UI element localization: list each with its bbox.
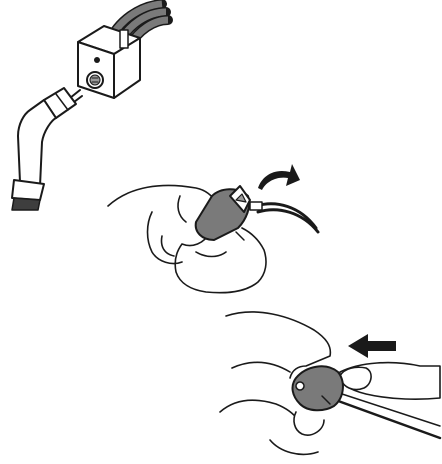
push-arrow-icon [348, 334, 396, 358]
rod-icon [328, 391, 442, 440]
hand-icon [107, 184, 267, 294]
plug-connector-icon [11, 87, 83, 211]
earpiece-icon [291, 365, 344, 412]
step-connect-panel [11, 0, 173, 211]
rotate-arrow-icon [258, 164, 300, 190]
step-insert-panel [219, 311, 442, 456]
fingers-icon [219, 311, 441, 456]
earpiece-icon [194, 185, 251, 241]
cable-icon [249, 201, 320, 234]
step-attach-panel [107, 164, 320, 294]
socket-block-icon [77, 25, 141, 99]
